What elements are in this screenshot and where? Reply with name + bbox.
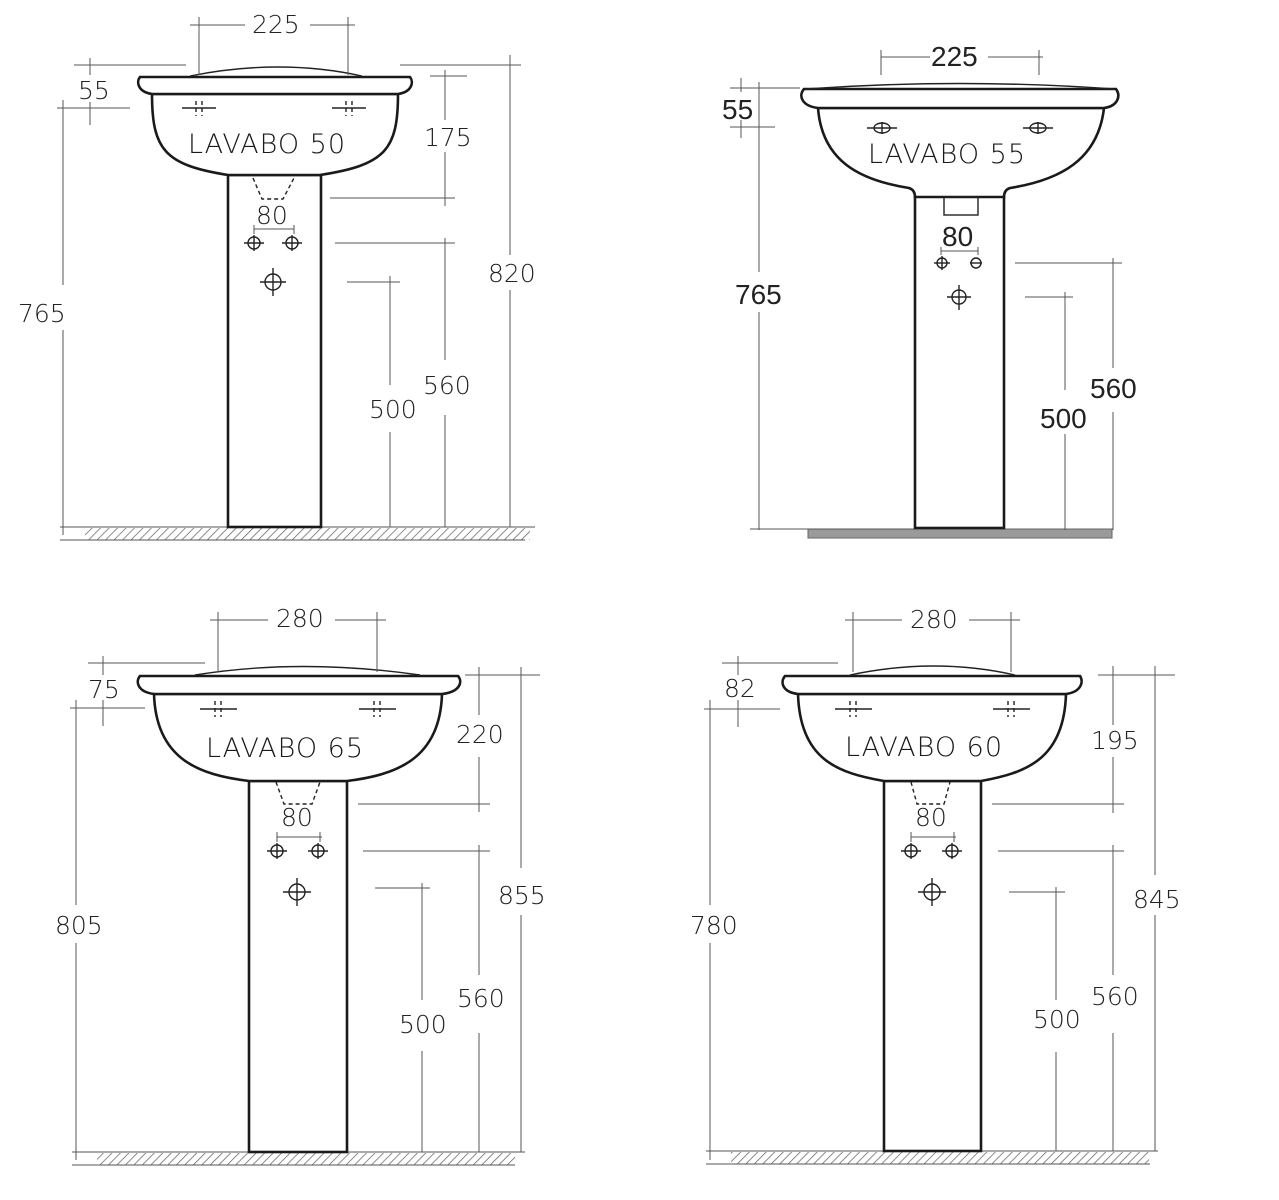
supply-hole-icon	[244, 235, 302, 251]
tap-hole-icon	[867, 122, 1053, 134]
basin-rim	[136, 75, 414, 96]
total-height-label: 855	[498, 881, 546, 910]
drain-depth-label: 195	[1091, 726, 1139, 755]
waste-height-label: 500	[369, 395, 417, 424]
model-label: LAVABO 50	[188, 129, 346, 160]
waste-hole-icon	[918, 878, 946, 906]
pedestal	[882, 779, 983, 1153]
bowl-spacing-label: 280	[276, 604, 324, 633]
waste-height-label: 500	[399, 1010, 447, 1039]
total-height-label: 820	[488, 259, 536, 288]
supply-height-label: 560	[1090, 373, 1137, 404]
bowl-spacing-label: 225	[931, 41, 978, 72]
model-label: LAVABO 60	[845, 732, 1003, 763]
floor-hatch	[85, 528, 530, 540]
supply-hole-icon	[267, 843, 328, 859]
waste-height-label: 500	[1033, 1005, 1081, 1034]
diagram-lavabo-55: LAVABO 55 80 225 55 765 560 500	[722, 41, 1137, 539]
tap-spacing-label: 80	[915, 803, 947, 832]
tap-spacing-label: 80	[942, 221, 973, 252]
waste-height-label: 500	[1040, 403, 1087, 434]
rim-height-label: 82	[724, 674, 756, 703]
height-780-label: 780	[690, 911, 738, 940]
model-label: LAVABO 65	[206, 733, 364, 764]
trap-outline	[943, 196, 979, 216]
height-765-label: 765	[735, 279, 782, 310]
supply-height-label: 560	[1091, 982, 1139, 1011]
rim-height-label: 75	[88, 675, 120, 704]
basin-rim	[136, 674, 462, 696]
waste-hole-icon	[260, 268, 286, 296]
bowl-spacing-label: 280	[910, 605, 958, 634]
tap-hole-icon	[182, 101, 366, 116]
basin-rim	[800, 87, 1120, 110]
rim-height-label: 55	[78, 76, 110, 105]
tap-spacing-label: 80	[281, 803, 313, 832]
floor-hatch	[731, 1152, 1149, 1164]
trap-outline	[275, 781, 321, 805]
tap-hole-icon	[835, 701, 1030, 717]
drain-depth-label: 220	[456, 720, 504, 749]
waste-hole-icon	[283, 878, 311, 906]
rim-height-label: 55	[722, 94, 753, 125]
pedestal	[247, 779, 349, 1154]
diagram-lavabo-50: LAVABO 50 80 225 55 765 175 820	[18, 10, 536, 541]
drain-depth-label: 175	[424, 123, 472, 152]
trap-outline	[910, 781, 951, 805]
floor-hatch	[97, 1153, 515, 1165]
model-label: LAVABO 55	[868, 139, 1026, 170]
diagram-lavabo-65: LAVABO 65 80 280 75 805 220 855 560 500	[55, 604, 546, 1166]
basin-bowl	[150, 92, 400, 177]
height-805-label: 805	[55, 911, 103, 940]
diagram-lavabo-60: LAVABO 60 80 280 82 780 195 845 560 500	[690, 605, 1181, 1165]
basin-rim	[781, 674, 1083, 696]
basin-bowl	[796, 692, 1068, 783]
total-height-label: 845	[1133, 885, 1181, 914]
tap-spacing-label: 80	[256, 201, 288, 230]
waste-hole-icon	[947, 285, 971, 310]
floor-plate	[807, 528, 1113, 539]
supply-height-label: 560	[423, 371, 471, 400]
supply-height-label: 560	[457, 984, 505, 1013]
bowl-spacing-label: 225	[252, 10, 300, 39]
tap-hole-icon	[200, 701, 396, 717]
height-765-label: 765	[18, 299, 66, 328]
basin-bowl	[152, 692, 444, 783]
supply-hole-icon	[901, 843, 962, 859]
supply-hole-icon	[934, 256, 982, 270]
pedestal	[226, 173, 323, 529]
